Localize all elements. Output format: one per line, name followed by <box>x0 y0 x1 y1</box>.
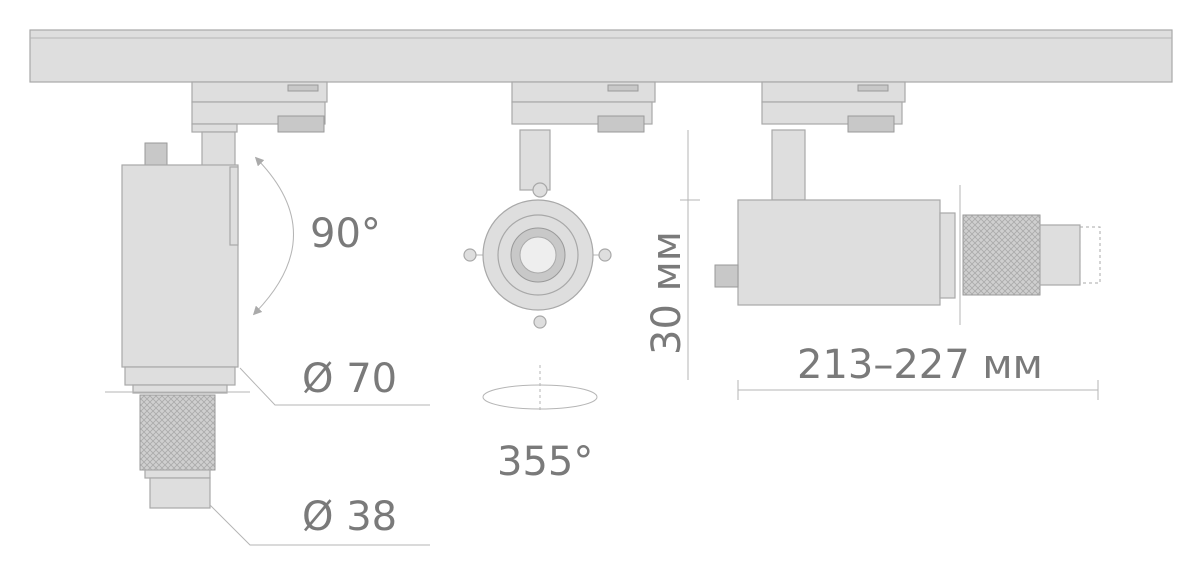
rotation-angle-label: 355° <box>497 439 593 485</box>
length-label: 213–227 мм <box>797 342 1043 388</box>
lens-diameter-leader <box>209 504 430 546</box>
luminaire-side-view <box>714 81 1101 325</box>
luminaire-facing-view <box>463 81 656 329</box>
track-rail <box>29 29 1173 83</box>
luminaire-front-view <box>105 81 328 509</box>
lens-diameter-label: Ø 38 <box>302 494 397 540</box>
height-label: 30 мм <box>644 231 690 355</box>
body-diameter-leader <box>239 367 430 406</box>
tilt-arc-arrow <box>252 156 294 316</box>
body-diameter-label: Ø 70 <box>302 356 397 402</box>
tilt-angle-label: 90° <box>310 211 381 257</box>
